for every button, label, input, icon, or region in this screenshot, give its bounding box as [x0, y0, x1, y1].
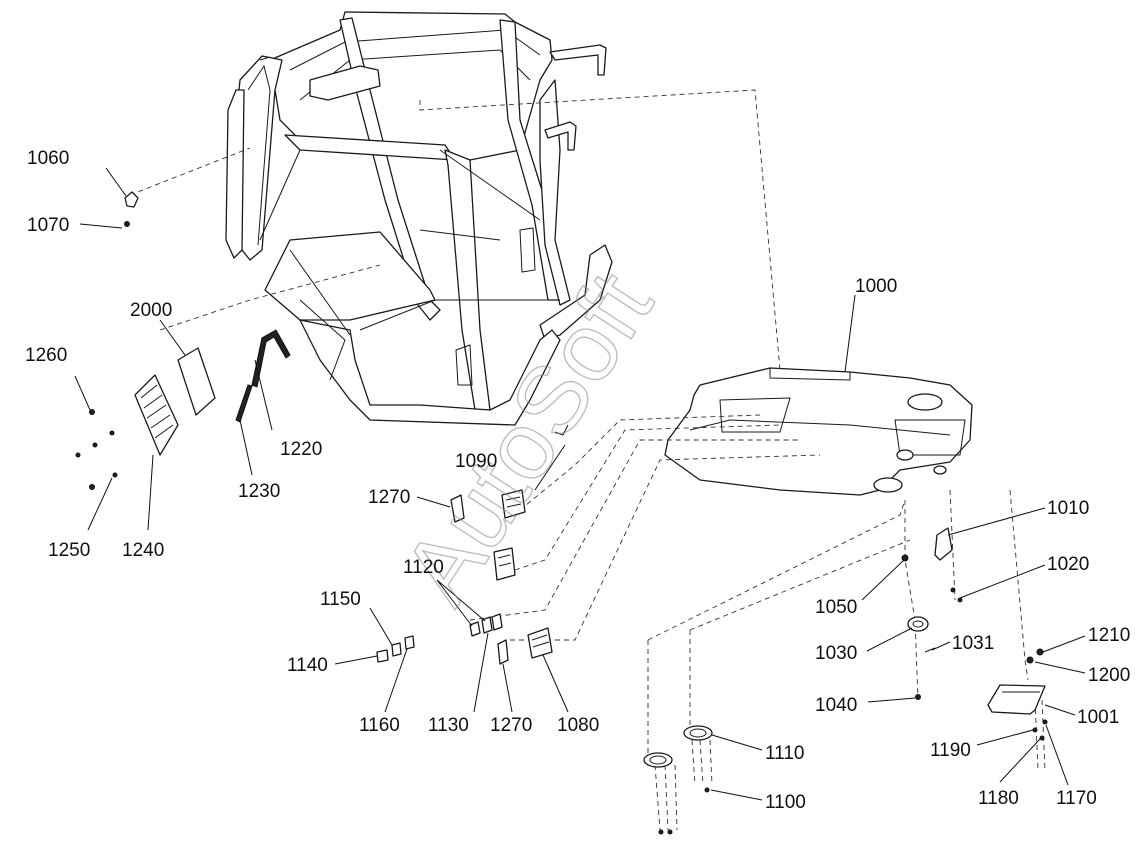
label-1110: 1110 — [765, 743, 804, 764]
label-1020: 1020 — [1047, 554, 1089, 575]
label-1010: 1010 — [1047, 498, 1089, 519]
label-1270-upper: 1270 — [368, 487, 410, 508]
label-1070: 1070 — [27, 215, 69, 236]
label-1031: 1031 — [952, 633, 994, 654]
label-1050: 1050 — [815, 597, 857, 618]
label-1000: 1000 — [855, 276, 897, 297]
label-2000: 2000 — [130, 300, 172, 321]
label-1090: 1090 — [455, 451, 497, 472]
label-1200: 1200 — [1088, 665, 1130, 686]
label-1260: 1260 — [25, 345, 67, 366]
part-labels: 1000 1010 1020 1050 1030 1031 1040 1210 … — [25, 148, 1130, 813]
roof-headliner-1000 — [664, 367, 973, 496]
small-parts — [75, 191, 1048, 835]
label-1030: 1030 — [815, 643, 857, 664]
label-1080: 1080 — [557, 715, 599, 736]
label-1250: 1250 — [48, 540, 90, 561]
label-1180: 1180 — [978, 788, 1019, 809]
label-1130: 1130 — [428, 715, 469, 736]
assembly-lines — [129, 89, 1046, 831]
label-1140: 1140 — [287, 655, 328, 676]
label-1040: 1040 — [815, 695, 857, 716]
label-1210: 1210 — [1088, 625, 1130, 646]
label-1270-lower: 1270 — [490, 715, 532, 736]
label-1120: 1120 — [403, 557, 444, 578]
label-1100: 1100 — [765, 792, 806, 813]
label-1001: 1001 — [1077, 707, 1119, 728]
cab-frame — [225, 11, 613, 426]
label-1060: 1060 — [27, 148, 69, 169]
label-1170: 1170 — [1056, 788, 1097, 809]
label-1160: 1160 — [359, 715, 400, 736]
label-1230: 1230 — [238, 481, 280, 502]
label-1220: 1220 — [280, 439, 322, 460]
label-1190: 1190 — [930, 740, 971, 761]
label-1240: 1240 — [122, 540, 164, 561]
label-1150: 1150 — [320, 589, 361, 610]
leader-lines — [74, 167, 1086, 801]
